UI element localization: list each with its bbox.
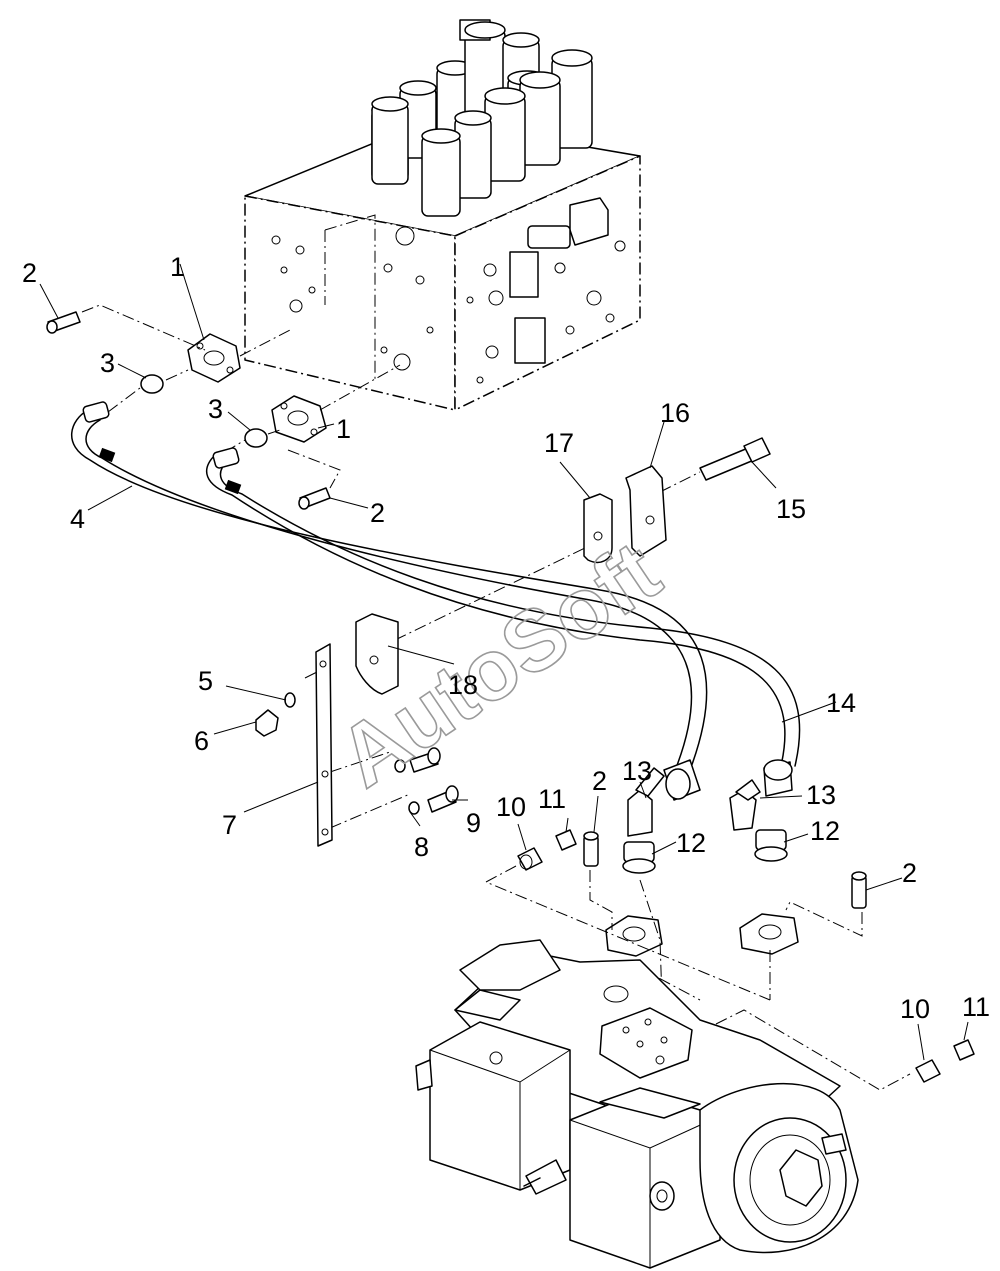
callout-6: 6 bbox=[194, 726, 209, 756]
callout-14: 14 bbox=[826, 688, 856, 718]
callout-11b: 11 bbox=[962, 992, 990, 1022]
flange-upper-left bbox=[187, 333, 241, 383]
callout-5: 5 bbox=[198, 666, 213, 696]
callout-13a: 13 bbox=[622, 756, 652, 786]
plug-10-right bbox=[915, 1059, 941, 1083]
bolt-15 bbox=[699, 437, 771, 481]
hose-end-fittings bbox=[98, 447, 793, 801]
plate-7 bbox=[315, 643, 333, 847]
callout-1b: 1 bbox=[336, 414, 351, 444]
plug-10-left bbox=[517, 847, 543, 871]
control-valve-block bbox=[244, 19, 641, 411]
o-ring-upper-left bbox=[140, 374, 164, 394]
callout-1a: 1 bbox=[170, 252, 185, 282]
hose-14 bbox=[205, 447, 801, 771]
clamp-half-17 bbox=[583, 493, 613, 564]
washer-8 bbox=[394, 759, 420, 815]
callout-3a: 3 bbox=[100, 348, 115, 378]
callout-2d: 2 bbox=[902, 858, 917, 888]
callout-10b: 10 bbox=[900, 994, 930, 1024]
bolt-2-lower-right bbox=[851, 871, 867, 909]
callout-12b: 12 bbox=[810, 816, 840, 846]
valve-ports-right bbox=[466, 240, 626, 384]
valve-ports-left bbox=[271, 226, 434, 371]
callout-4: 4 bbox=[70, 504, 85, 534]
callout-15: 15 bbox=[776, 494, 806, 524]
clamp-half-18 bbox=[355, 613, 399, 695]
bolt-9-upper bbox=[409, 747, 441, 773]
adapter-12-left bbox=[622, 841, 656, 874]
callout-13b: 13 bbox=[806, 780, 836, 810]
callout-2a: 2 bbox=[22, 258, 37, 288]
bolt-upper-right bbox=[298, 487, 331, 510]
callout-18: 18 bbox=[448, 670, 478, 700]
callout-17: 17 bbox=[544, 428, 574, 458]
flange-lower-left bbox=[605, 915, 663, 957]
callout-3b: 3 bbox=[208, 394, 223, 424]
callout-leaders bbox=[39, 263, 969, 1061]
bolt-9-lower bbox=[427, 785, 459, 813]
pump-assembly bbox=[415, 939, 859, 1269]
o-ring-upper-right bbox=[244, 428, 268, 448]
callout-16: 16 bbox=[660, 398, 690, 428]
solenoid-cartridges bbox=[371, 19, 593, 217]
flange-lower-right bbox=[739, 913, 799, 955]
nut-6 bbox=[255, 709, 279, 737]
callout-10a: 10 bbox=[496, 792, 526, 822]
callout-2b: 2 bbox=[370, 498, 385, 528]
bolt-2-lower-left bbox=[583, 831, 599, 867]
nipple-11-left bbox=[555, 829, 577, 851]
flange-upper-right bbox=[271, 395, 327, 443]
callout-9: 9 bbox=[466, 808, 481, 838]
callout-8: 8 bbox=[414, 832, 429, 862]
bracket-16 bbox=[625, 465, 667, 557]
callout-11a: 11 bbox=[538, 784, 566, 814]
callout-12a: 12 bbox=[676, 828, 706, 858]
callout-7: 7 bbox=[222, 810, 237, 840]
bolt-upper-left bbox=[46, 311, 81, 334]
adapter-12-right bbox=[754, 829, 788, 862]
washer-5 bbox=[284, 692, 296, 708]
callout-numbers: 2 1 3 3 1 2 4 17 16 15 18 5 6 7 8 9 10 1… bbox=[22, 252, 990, 1024]
callout-2c: 2 bbox=[592, 766, 607, 796]
nipple-11-right bbox=[953, 1039, 975, 1061]
elbow-13-right bbox=[729, 779, 761, 831]
